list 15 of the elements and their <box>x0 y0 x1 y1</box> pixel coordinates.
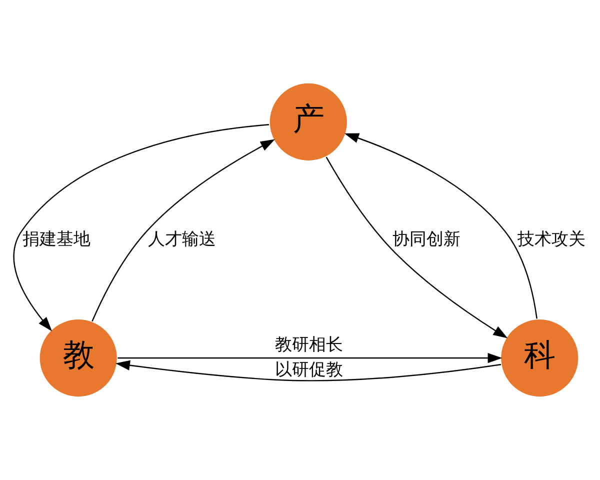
edge-label: 教研相长 <box>275 334 344 354</box>
node-circle: 产 <box>268 82 348 162</box>
arrow <box>115 360 502 382</box>
edge-label: 技术攻关 <box>518 228 586 248</box>
edge-label: 人才输送 <box>148 228 216 248</box>
arrow <box>118 352 502 364</box>
edge-label: 协同创新 <box>392 228 460 248</box>
arrow <box>13 124 270 332</box>
node-circle: 科 <box>500 318 580 398</box>
arrow <box>92 139 275 322</box>
arrow <box>344 133 538 319</box>
arrow <box>326 156 508 338</box>
edge-label: 以研促教 <box>275 359 344 380</box>
node-circle: 教 <box>38 318 118 398</box>
edge-label: 捐建基地 <box>22 228 91 248</box>
